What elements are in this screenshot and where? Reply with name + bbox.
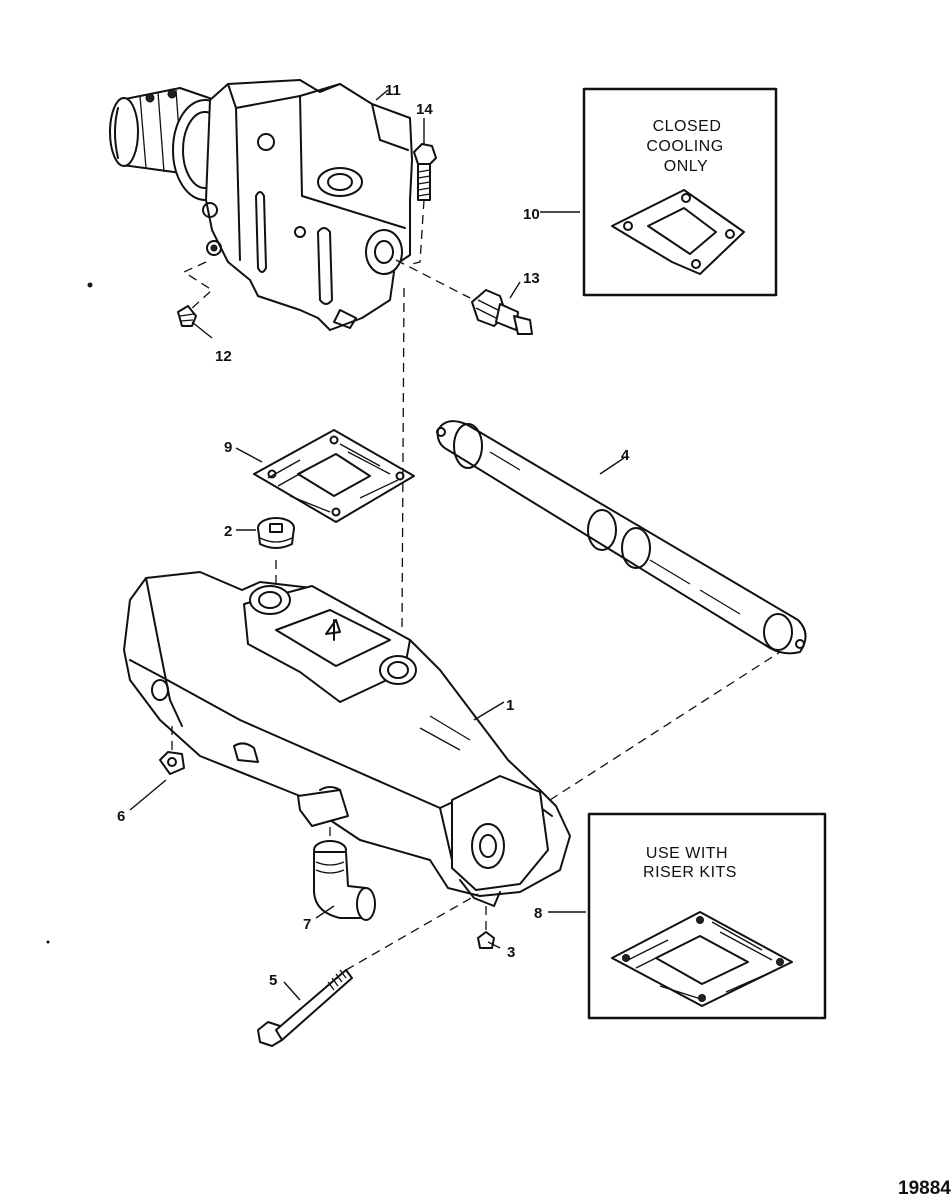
callout-5: 5 xyxy=(269,972,277,989)
gasket-part-9 xyxy=(253,429,415,523)
leader-lines xyxy=(129,89,625,1001)
callout-6: 6 xyxy=(117,808,125,825)
pipe-plug-part-3 xyxy=(477,931,495,949)
riser-kits-line-1: USE WITH xyxy=(646,845,728,862)
callout-10: 10 xyxy=(523,206,540,223)
manifold-gasket-part-4 xyxy=(436,420,807,655)
alignment-lines xyxy=(171,199,781,971)
closed-cooling-line-2: COOLING xyxy=(646,138,723,155)
callout-3: 3 xyxy=(507,944,515,961)
figure-number: 19884 xyxy=(898,1178,951,1199)
exhaust-manifold-part-1 xyxy=(123,571,571,907)
exhaust-elbow-part-11 xyxy=(109,79,413,331)
pipe-plug-part-12 xyxy=(177,305,197,327)
closed-cooling-box: CLOSED COOLING ONLY xyxy=(582,87,778,297)
closed-cooling-line-1: CLOSED xyxy=(653,118,722,135)
callout-8: 8 xyxy=(534,905,542,922)
bolt-part-14 xyxy=(413,143,437,201)
callout-numbers: 1 2 3 4 5 6 7 8 9 10 11 12 13 14 xyxy=(117,82,630,989)
callout-4: 4 xyxy=(621,447,630,464)
callout-11: 11 xyxy=(385,82,401,99)
callout-14: 14 xyxy=(416,101,433,118)
gasket-part-8 xyxy=(611,911,793,1007)
gasket-part-10 xyxy=(611,189,745,275)
drain-part-6 xyxy=(159,751,185,775)
pipe-plug-part-2 xyxy=(257,517,295,549)
callout-1: 1 xyxy=(506,697,514,714)
riser-kits-box: USE WITH RISER KITS xyxy=(587,812,827,1020)
hose-fitting-part-13 xyxy=(471,289,533,335)
callout-13: 13 xyxy=(523,270,540,287)
riser-kits-line-2: RISER KITS xyxy=(643,864,737,881)
callout-2: 2 xyxy=(224,523,232,540)
callout-7: 7 xyxy=(303,916,311,933)
bolt-part-5 xyxy=(257,969,353,1047)
elbow-fitting-part-7 xyxy=(313,840,376,921)
callout-12: 12 xyxy=(215,348,232,365)
callout-9: 9 xyxy=(224,439,232,456)
closed-cooling-line-3: ONLY xyxy=(664,158,708,175)
